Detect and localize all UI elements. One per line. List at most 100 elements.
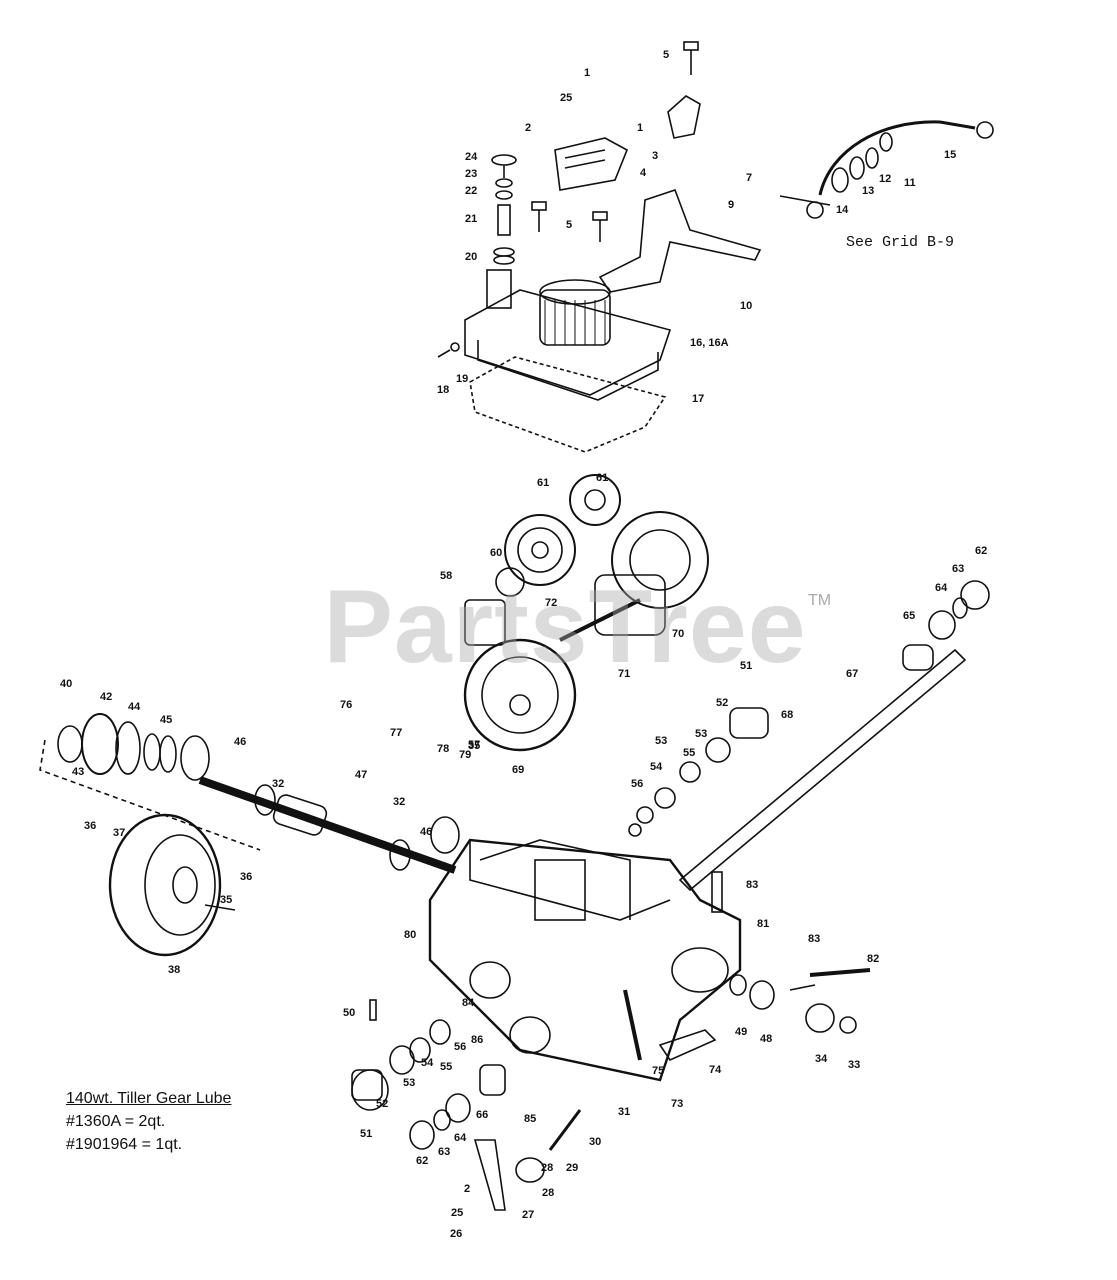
part-callout: 1 [584, 67, 590, 79]
part-callout: 68 [781, 709, 793, 721]
part-callout: 63 [438, 1146, 450, 1158]
part-callout: 5 [566, 219, 572, 231]
part-callout: 5 [663, 49, 669, 61]
bolt-shape [683, 41, 699, 75]
part-callout: 53 [403, 1077, 415, 1089]
part-callout: 40 [60, 678, 72, 690]
part-callout: 21 [465, 213, 477, 225]
part-callout: 25 [451, 1207, 463, 1219]
shift-lever-shape [598, 188, 762, 293]
part-callout: 38 [168, 964, 180, 976]
part-callout: 36 [84, 820, 96, 832]
part-callout: 19 [456, 373, 468, 385]
part-callout: 49 [735, 1026, 747, 1038]
part-callout: 4 [640, 167, 647, 179]
part-callout: 34 [815, 1053, 828, 1065]
part-callout: 25 [560, 92, 572, 104]
part-callout: 28 [542, 1187, 554, 1199]
gear-60-shape [569, 474, 621, 526]
part-callout: 66 [476, 1109, 488, 1121]
part-callout: 32 [393, 796, 405, 808]
part-callout: 54 [650, 761, 663, 773]
worm-shaft-shape [198, 776, 457, 874]
part-callout: 55 [683, 747, 695, 759]
part-callout: 82 [867, 953, 879, 965]
part-callout: 29 [566, 1162, 578, 1174]
part-callout: 64 [935, 582, 948, 594]
part-callout: 75 [652, 1065, 664, 1077]
part-callout: 67 [846, 668, 858, 680]
part-callout: 57 [468, 739, 480, 751]
part-callout: 9 [728, 199, 734, 211]
part-callout: 76 [340, 699, 352, 711]
watermark: PartsTree [285, 575, 845, 679]
part-callout: 52 [376, 1098, 388, 1110]
lube-note: 140wt. Tiller Gear Lube #1360A = 2qt. #1… [66, 1087, 231, 1156]
part-callout: 16, 16A [690, 337, 729, 349]
part-callout: 27 [522, 1209, 534, 1221]
part-callout: 2 [525, 122, 531, 134]
part-callout: 65 [903, 610, 915, 622]
part-callout: 26 [450, 1228, 462, 1240]
part-callout: 55 [440, 1061, 452, 1073]
see-grid-note: See Grid B-9 [846, 234, 955, 251]
trademark-symbol: TM [808, 592, 832, 609]
part-callout: 44 [128, 701, 141, 713]
part-callout: 35 [220, 894, 232, 906]
part-callout: 84 [462, 997, 475, 1009]
part-callout: 23 [465, 168, 477, 180]
part-callout: 14 [836, 204, 849, 216]
part-callout: 53 [655, 735, 667, 747]
part-callout: 28 [541, 1162, 553, 1174]
part-callout: 30 [589, 1136, 601, 1148]
part-callout: 22 [465, 185, 477, 197]
part-callout: 18 [437, 384, 449, 396]
part-callout: 72 [545, 597, 557, 609]
part-callout: 20 [465, 251, 477, 263]
part-callout: 46 [420, 826, 432, 838]
part-callout: 71 [618, 668, 630, 680]
part-callout: 77 [390, 727, 402, 739]
part-callout: 11 [904, 177, 916, 189]
gear-housing-shape [428, 838, 742, 1082]
part-callout: 63 [952, 563, 964, 575]
part-callout: 58 [440, 570, 452, 582]
part-callout: 17 [692, 393, 704, 405]
part-callout: 60 [490, 547, 502, 559]
part-callout: 83 [746, 879, 758, 891]
lube-title: 140wt. Tiller Gear Lube [66, 1090, 232, 1107]
part-callout: 53 [695, 728, 707, 740]
part-callout: 81 [757, 918, 769, 930]
shaft-stack-shape [491, 154, 517, 265]
part-callout: 85 [524, 1113, 536, 1125]
part-callout: 50 [343, 1007, 355, 1019]
shaft-65-shape [678, 648, 967, 892]
part-callout: 35 [468, 740, 480, 752]
part-callout: 51 [740, 660, 752, 672]
part-callout: 69 [512, 764, 524, 776]
gear-67-shape [463, 638, 577, 752]
part-callout: 24 [465, 151, 478, 163]
bracket-shape [667, 95, 701, 139]
part-callout: 83 [808, 933, 820, 945]
part-callout: 70 [672, 628, 684, 640]
top-cover-shape [464, 289, 672, 396]
part-callout: 56 [631, 778, 643, 790]
shift-plate-shape [554, 137, 629, 191]
part-callout: 62 [416, 1155, 428, 1167]
part-callout: 45 [160, 714, 172, 726]
part-callout: 15 [944, 149, 956, 161]
part-callout: 31 [618, 1106, 630, 1118]
part-callout: 47 [355, 769, 367, 781]
watermark-text: PartsTree [323, 569, 807, 685]
part-callout: 78 [437, 743, 449, 755]
part-callout: 12 [879, 173, 891, 185]
part-callout: 51 [360, 1128, 372, 1140]
part-callout: 79 [459, 749, 471, 761]
part-callout: 61 [596, 472, 608, 484]
cable-shape [818, 120, 976, 196]
part-callout: 52 [716, 697, 728, 709]
part-callout: 2 [464, 1183, 470, 1195]
